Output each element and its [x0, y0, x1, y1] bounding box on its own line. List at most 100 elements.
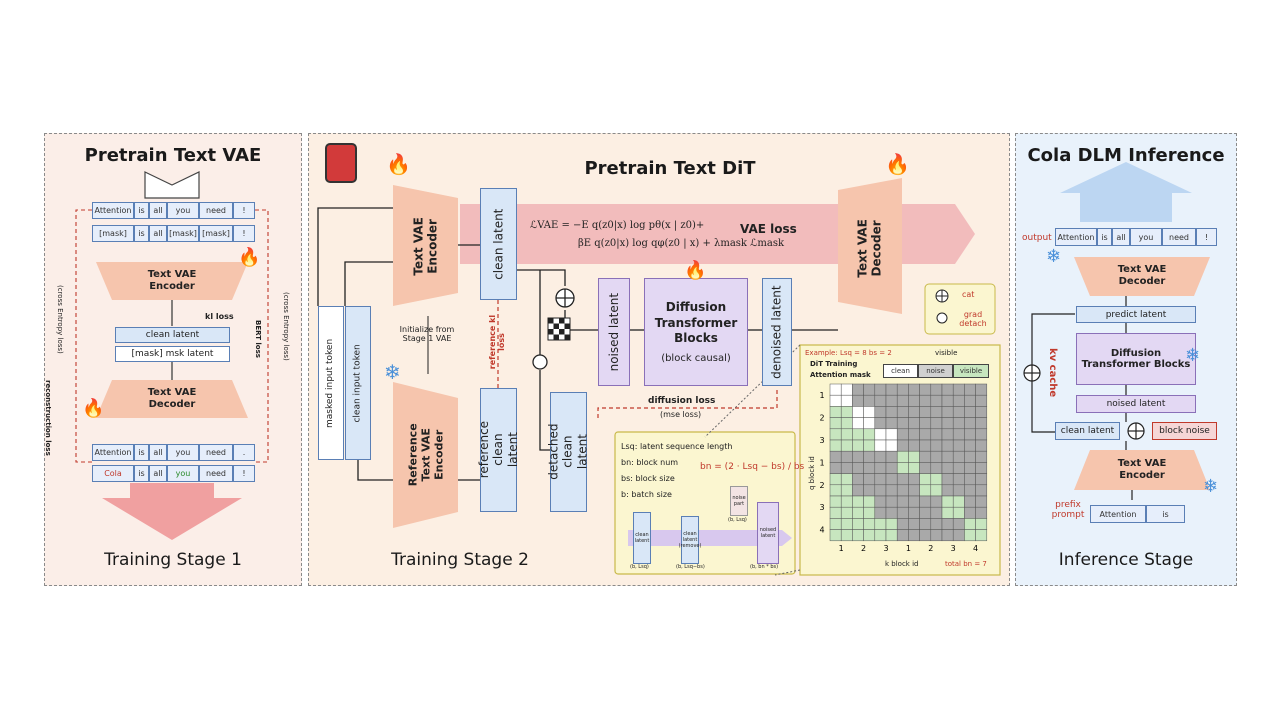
token: all — [149, 465, 167, 482]
def-bs: bs: block size — [621, 474, 675, 483]
grad-detach-icon — [532, 354, 548, 370]
mask-k-label: k block id — [885, 560, 919, 568]
token: is — [1097, 228, 1112, 246]
token: ! — [1196, 228, 1217, 246]
output-arrow-icon — [102, 483, 242, 540]
snowflake-icon: ❄ — [1046, 246, 1062, 267]
snowflake-icon: ❄ — [384, 360, 401, 384]
mask-y-tick: 2 — [819, 481, 824, 490]
mini-clean-latent: clean latent — [633, 512, 651, 564]
mask-x-tick: 4 — [973, 544, 978, 553]
mask-total: total bn = 7 — [945, 560, 987, 568]
stage3-label: Inference Stage — [1058, 550, 1194, 570]
token: need — [199, 465, 233, 482]
stage1-title: Pretrain Text VAE — [84, 145, 262, 166]
formula-line1: ℒVAE = −E q(z0|x) log pθ(x | z0)+ — [530, 220, 705, 231]
token: Attention — [1090, 505, 1146, 523]
mini-dims-noised: (b, bn * bs) — [750, 564, 779, 570]
stage3-noised-latent: noised latent — [1076, 395, 1196, 413]
noise-checker-icon — [547, 317, 571, 341]
prefix-prompt-label: prefix prompt — [1051, 500, 1085, 520]
mask-x-tick: 3 — [883, 544, 888, 553]
mini-dims-sub: (b, Lsq−bs) — [676, 564, 705, 570]
stage3-predict-latent: predict latent — [1076, 306, 1196, 323]
mask-title2: Attention mask — [810, 371, 871, 379]
init-from-label: Initialize from Stage 1 VAE — [399, 325, 455, 343]
grad-legend-label: grad detach — [959, 310, 987, 328]
stage3-dit: Diffusion Transformer Blocks — [1076, 333, 1196, 385]
fire-icon: 🔥 — [238, 247, 261, 268]
cola-can-icon — [325, 143, 357, 183]
stage2-decoder-shape — [838, 178, 902, 314]
masked-input-token: masked input token — [318, 306, 344, 460]
fire-icon: 🔥 — [82, 398, 105, 419]
mask-x-tick: 1 — [906, 544, 911, 553]
stage3-decoder-label: Text VAE Decoder — [1117, 264, 1167, 287]
token: you — [167, 465, 199, 482]
token: you — [167, 202, 199, 219]
cat-legend-label: cat — [962, 290, 975, 299]
mask-y-tick: 1 — [819, 391, 824, 400]
fire-icon: 🔥 — [885, 152, 910, 176]
token: is — [134, 465, 149, 482]
token: [mask] — [167, 225, 199, 242]
fire-icon: 🔥 — [684, 260, 707, 281]
stage2-clean-latent: clean latent — [480, 188, 517, 300]
dit-blocks: Diffusion Transformer Blocks (block caus… — [644, 278, 748, 386]
token: is — [134, 202, 149, 219]
stage3-clean-latent: clean latent — [1055, 422, 1120, 440]
mask-cell — [975, 529, 988, 542]
denoised-latent: denoised latent — [762, 278, 792, 386]
stage1-decoder-label: Text VAE Decoder — [147, 387, 197, 410]
stage1-encoder-label: Text VAE Encoder — [147, 269, 197, 292]
formula-line2: βE q(z0|x) log qφ(z0 | x) + λmask ℒmask — [578, 238, 785, 249]
token: [mask] — [199, 225, 233, 242]
mask-title1: DiT Training — [810, 360, 858, 368]
def-b: b: batch size — [621, 490, 672, 499]
token: need — [199, 444, 233, 461]
grad-legend-icon — [936, 312, 948, 324]
mask-x-tick: 1 — [839, 544, 844, 553]
token: need — [199, 202, 233, 219]
stage3-output-label: output — [1022, 233, 1052, 243]
stage1-top-tokens: Attention is all you need ! — [92, 202, 255, 219]
token: you — [167, 444, 199, 461]
stage1-masked-tokens: [mask] is all [mask] [mask] ! — [92, 225, 255, 242]
fire-icon: 🔥 — [386, 152, 411, 176]
mini-dims-clean: (b, Lsq) — [630, 564, 649, 570]
mask-x-tick: 2 — [861, 544, 866, 553]
legend-clean: clean — [883, 364, 918, 378]
legend-noise: noise — [918, 364, 953, 378]
ref-clean-latent: reference clean latent — [477, 388, 520, 512]
token: is — [134, 444, 149, 461]
token: ! — [233, 202, 255, 219]
mini-noised-latent: noised latent — [757, 502, 779, 564]
stage1-clean-latent: clean latent — [115, 327, 230, 343]
snowflake-icon: ❄ — [1185, 345, 1201, 366]
stage1-decoder-shape — [96, 380, 248, 418]
token: all — [149, 444, 167, 461]
stage1-mask-latent: [mask] msk latent — [115, 346, 230, 362]
kv-cache-label: kv cache — [1047, 348, 1058, 398]
token: all — [149, 225, 167, 242]
token: all — [1112, 228, 1130, 246]
stage2-encoder-shape — [393, 185, 458, 306]
token: . — [233, 444, 255, 461]
kl-loss-label: kl loss — [205, 312, 234, 321]
def-lsq: Lsq: latent sequence length — [621, 442, 733, 451]
detached-clean-latent: detached clean latent — [547, 392, 590, 512]
token: is — [1146, 505, 1185, 523]
mini-dims-noise: (b, Lsq) — [728, 517, 747, 523]
vae-loss-label: VAE loss — [740, 222, 797, 236]
token: need — [1162, 228, 1196, 246]
stage3-encoder-label: Text VAE Encoder — [1117, 458, 1167, 481]
mini-noise-part: noise part — [730, 486, 748, 516]
token: Cola — [92, 465, 134, 482]
mask-visible-label: visible — [935, 349, 958, 357]
mini-clean-latent-sub: clean latent (remove) — [679, 516, 701, 564]
input-arrow-icon — [144, 171, 200, 199]
stage3-encoder-shape — [1074, 450, 1210, 490]
mask-y-tick: 1 — [819, 458, 824, 467]
